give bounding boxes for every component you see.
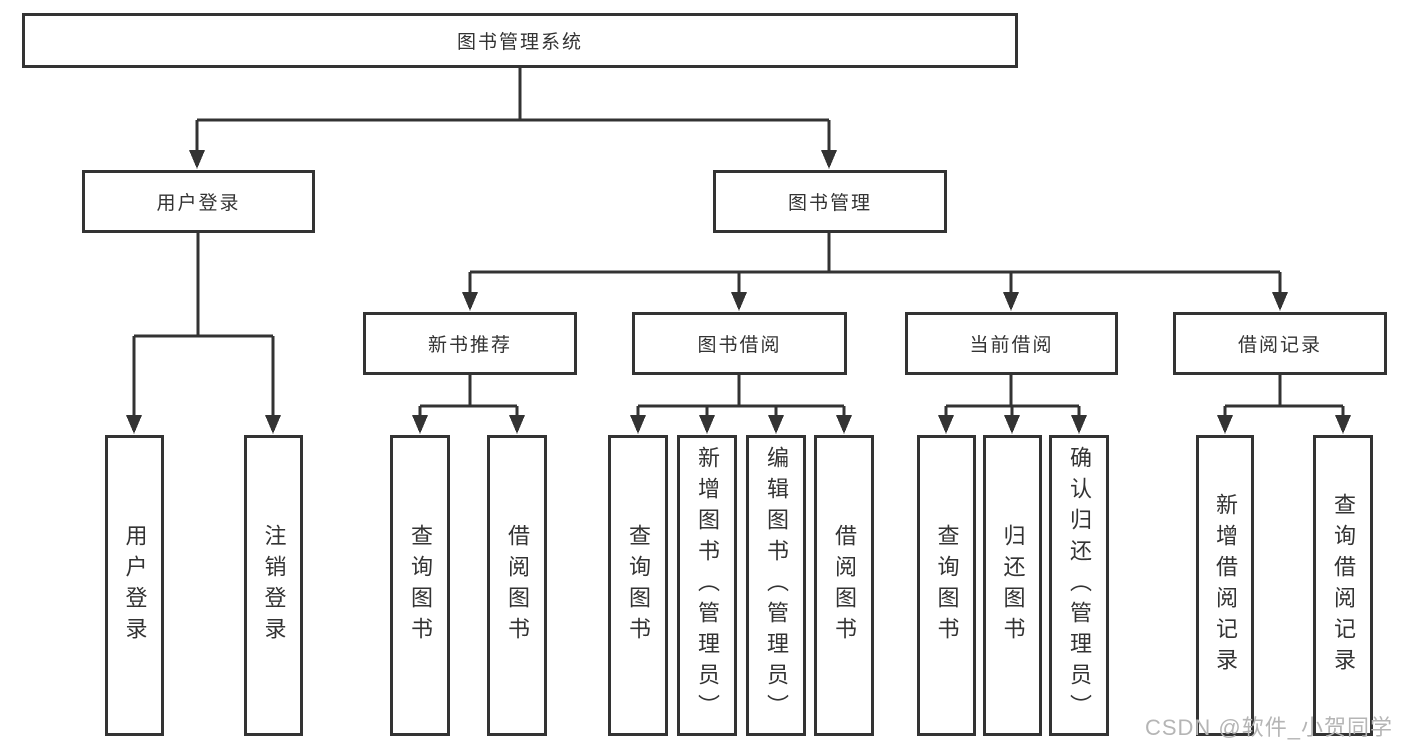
arrow-down-icon [126,415,142,434]
node-label: 查询借阅记录 [1331,492,1356,679]
node-label: 确认归还（管理员） [1067,446,1092,725]
arrow-down-icon [938,415,954,434]
node-library-system: 图书管理系统 [22,13,1018,68]
arrow-down-icon [189,150,205,169]
node-label: 用户登录 [122,523,148,648]
arrow-down-icon [462,292,478,311]
leaf-confirm-return-admin: 确认归还（管理员） [1049,435,1109,736]
leaf-borrow-books-1: 借阅图书 [487,435,547,736]
node-label: 查询图书 [934,523,960,648]
node-label: 新增图书（管理员） [695,446,720,725]
connector-book-borrow [636,375,846,418]
arrow-down-icon [1071,415,1087,434]
connector-root [195,68,831,152]
node-book-management: 图书管理 [713,170,947,233]
leaf-return-books: 归还图书 [983,435,1042,736]
node-label: 查询图书 [626,523,651,648]
arrow-down-icon [836,415,852,434]
node-label: 新增借阅记录 [1213,492,1238,679]
arrow-down-icon [1217,415,1233,434]
arrow-down-icon [1003,292,1019,311]
leaf-user-login: 用户登录 [105,435,164,736]
leaf-edit-books-admin: 编辑图书（管理员） [746,435,806,736]
connector-book-management [468,233,1282,294]
arrow-down-icon [412,415,428,434]
leaf-query-books-2: 查询图书 [608,435,668,736]
leaf-add-books-admin: 新增图书（管理员） [677,435,737,736]
arrowheads [126,150,1351,434]
leaf-add-borrow-record: 新增借阅记录 [1196,435,1254,736]
node-label: 借阅图书 [832,523,857,648]
node-label: 当前借阅 [969,335,1054,356]
connector-user-login [132,233,275,418]
leaf-query-borrow-record: 查询借阅记录 [1313,435,1373,736]
arrow-down-icon [1004,415,1020,434]
arrow-down-icon [1335,415,1351,434]
node-label: 借阅记录 [1237,335,1322,356]
arrow-down-icon [731,292,747,311]
node-user-login: 用户登录 [82,170,315,233]
leaf-borrow-books-2: 借阅图书 [814,435,874,736]
arrow-down-icon [1272,292,1288,311]
leaf-query-books-1: 查询图书 [390,435,450,736]
connector-new-book-rec [418,375,519,418]
node-label: 编辑图书（管理员） [764,446,789,725]
arrow-down-icon [265,415,281,434]
arrow-down-icon [699,415,715,434]
node-borrowing-records: 借阅记录 [1173,312,1387,375]
node-label: 图书管理系统 [456,32,583,53]
arrow-down-icon [630,415,646,434]
connector-borrow-records [1223,375,1345,418]
node-book-borrowing: 图书借阅 [632,312,847,375]
arrow-down-icon [509,415,525,434]
node-label: 用户登录 [156,193,241,214]
connector-current-borrow [944,375,1081,418]
arrow-down-icon [821,150,837,169]
node-current-borrowing: 当前借阅 [905,312,1118,375]
node-label: 注销登录 [261,523,287,648]
node-label: 新书推荐 [427,335,512,356]
node-label: 查询图书 [408,523,433,648]
leaf-query-books-3: 查询图书 [917,435,976,736]
node-new-book-recommend: 新书推荐 [363,312,577,375]
leaf-logout: 注销登录 [244,435,303,736]
node-label: 借阅图书 [505,523,530,648]
arrow-down-icon [768,415,784,434]
node-label: 图书借阅 [697,335,782,356]
node-label: 归还图书 [1000,523,1026,648]
node-label: 图书管理 [787,193,872,214]
